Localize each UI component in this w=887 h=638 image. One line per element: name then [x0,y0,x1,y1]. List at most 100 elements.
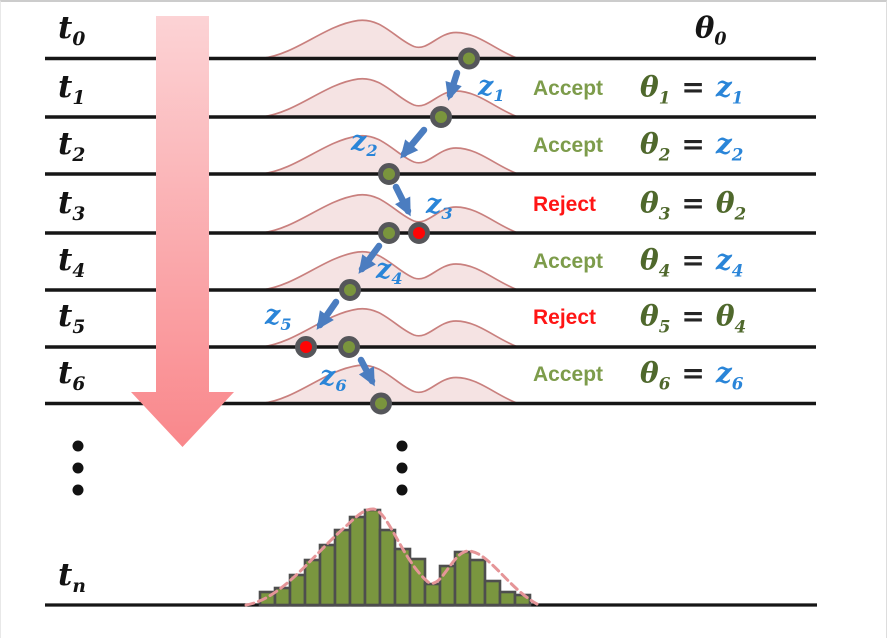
time-label-t4: t4 [58,242,85,282]
time-label-t5: t5 [58,298,85,338]
z-sub: 1 [493,86,505,106]
histogram-bar [363,508,382,607]
time-base: t [58,556,73,593]
time-sub: 3 [72,204,86,226]
theta-update-3: θ3 = θ2 [640,187,746,224]
equals-sign: = [681,356,705,390]
z-base: z [478,70,494,102]
sample-dot-t4 [339,279,361,301]
z-base: z [320,360,336,392]
time-label-t0: t0 [58,10,85,50]
proposal-arrow-z3 [392,183,412,217]
proposal-label-z2: z2 [351,126,378,160]
time-flow-arrow [131,16,234,447]
equals-sign: = [681,299,705,333]
initial-theta-label: θ0 [695,11,726,50]
sample-dots [295,47,480,415]
histogram-bar [483,579,502,607]
time-sub: 2 [72,145,86,167]
theta-update-6: θ6 = z6 [640,357,743,394]
lhs: θ6 [640,356,671,394]
proposal-label-z4: z4 [376,254,403,288]
proposal-arrow-z1 [445,69,462,101]
proposal-arrow-z2 [400,126,428,159]
time-base: t [58,354,73,391]
decision-label-1: Accept [533,77,604,100]
time-base: t [58,9,73,46]
sample-dot-t0 [458,47,480,70]
time-base: t [58,184,73,221]
rhs: θ4 [715,299,747,337]
time-label-t6: t6 [58,355,85,395]
z-base: z [426,188,442,220]
histogram-bars [258,508,532,607]
histogram-bar [378,528,397,607]
time-base: t [58,241,73,278]
time-sub: 1 [72,88,86,110]
sample-dot-t1 [430,106,452,128]
rejected-dot-t5 [295,336,317,358]
histogram-bar [318,543,337,607]
theta-update-2: θ2 = z2 [640,128,743,165]
z-sub: 2 [366,141,378,161]
theta-sub: 0 [714,29,727,50]
lhs: θ3 [640,186,671,224]
ellipsis-left-dot [72,462,84,474]
equals-sign: = [681,70,705,104]
equals-sign: = [681,186,705,220]
z-base: z [265,299,281,331]
z-sub: 4 [391,269,403,289]
histogram-bar [498,590,517,607]
time-sub: n [72,576,86,598]
sample-dot-t3 [378,222,400,244]
proposal-arrow-z6 [357,356,376,387]
time-sub: 0 [72,29,86,51]
proposal-label-z6: z6 [320,361,347,395]
sample-dot-t2 [378,163,400,185]
rhs: z6 [715,356,744,394]
time-base: t [58,68,73,105]
equals-sign: = [681,243,705,277]
proposal-label-z3: z3 [426,189,453,223]
lhs: θ2 [640,127,671,165]
decision-label-2: Accept [533,134,604,157]
time-sub: 5 [72,317,86,339]
ellipsis-left-dot [72,484,84,496]
proposal-arrow-z4 [358,242,383,274]
time-label-t3: t3 [58,185,85,225]
proposal-arrow-z5 [316,298,340,330]
rhs: θ2 [715,186,747,224]
sample-dot-t6 [370,392,392,415]
ellipsis-left-dot [72,440,84,452]
z-base: z [376,253,392,285]
theta-base: θ [695,10,715,45]
histogram-bar [408,557,427,607]
continuation-dots [72,440,408,496]
decision-label-5: Reject [533,306,597,329]
ellipsis-center-dot [396,440,408,452]
z-base: z [351,125,367,157]
equals-sign: = [681,127,705,161]
rhs: z2 [715,127,744,165]
lhs: θ1 [640,70,671,108]
histogram-bar [423,582,442,607]
time-label-tn: tn [58,557,86,597]
ellipsis-center-dot [396,484,408,496]
z-sub: 3 [441,204,453,224]
histogram-bar [333,528,352,607]
histogram-bar [468,558,487,607]
histogram-bar [453,550,472,607]
theta-update-4: θ4=z4 [640,244,743,281]
rejected-dot-t3 [408,222,430,244]
histogram-bar [348,515,367,607]
lhs: θ4 [640,243,671,281]
lhs: θ5 [640,299,671,337]
proposal-label-z5: z5 [265,300,292,334]
histogram-bar [303,558,322,607]
time-base: t [58,125,73,162]
theta-update-1: θ1=z1 [640,71,743,108]
theta-update-5: θ5 = θ4 [640,300,746,337]
ellipsis-center-dot [396,462,408,474]
time-sub: 4 [72,261,86,283]
